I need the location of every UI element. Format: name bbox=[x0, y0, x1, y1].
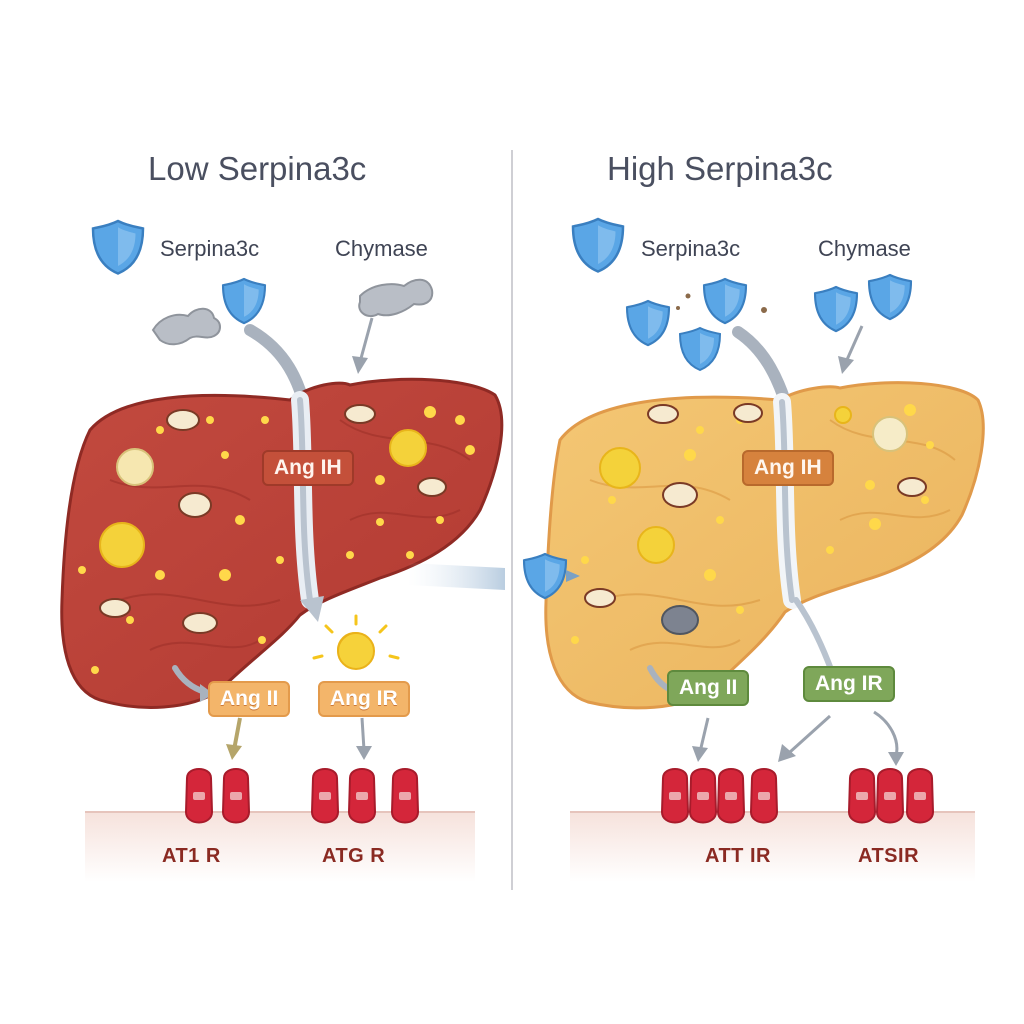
liver-high bbox=[544, 381, 985, 710]
transfer-flow bbox=[408, 563, 505, 590]
legend-chymase-label-right: Chymase bbox=[818, 236, 911, 261]
legend-serpina-shield-icon-left bbox=[91, 219, 145, 275]
ang-left-pill-right: Ang II bbox=[667, 670, 750, 706]
legend-serpina-label-right: Serpina3c bbox=[641, 236, 741, 261]
receptor-label-right-2: ATSIR bbox=[858, 845, 920, 867]
membrane-left bbox=[85, 812, 475, 882]
chymase-enzyme-icon bbox=[151, 278, 434, 346]
ang-center-pill-right: Ang IH bbox=[742, 450, 834, 486]
legend-serpina-label-left: Serpina3c bbox=[160, 236, 260, 261]
membrane-right bbox=[570, 812, 975, 882]
grey-granule bbox=[661, 605, 699, 635]
ang-right-pill-left: Ang IR bbox=[318, 681, 410, 717]
ang-center-pill-left: Ang IH bbox=[262, 450, 354, 486]
serpina-shield-icon bbox=[221, 277, 267, 325]
receptor-label-right-1: ATT IR bbox=[705, 845, 771, 867]
receptor-label-left-2: ATG R bbox=[322, 845, 386, 867]
ang-right-pill-right: Ang IR bbox=[803, 666, 895, 702]
legend-chymase-label-left: Chymase bbox=[335, 236, 428, 261]
panel-title-right: High Serpina3c bbox=[607, 150, 833, 187]
fat-droplet bbox=[599, 406, 852, 564]
legend-serpina-shield-icon-right bbox=[571, 217, 625, 273]
active-angiotensin-icon bbox=[312, 614, 400, 670]
ang-left-pill-left: Ang II bbox=[208, 681, 291, 717]
receptor-label-left-1: AT1 R bbox=[162, 845, 221, 867]
liver-low bbox=[60, 377, 504, 709]
panel-title-left: Low Serpina3c bbox=[148, 150, 367, 187]
